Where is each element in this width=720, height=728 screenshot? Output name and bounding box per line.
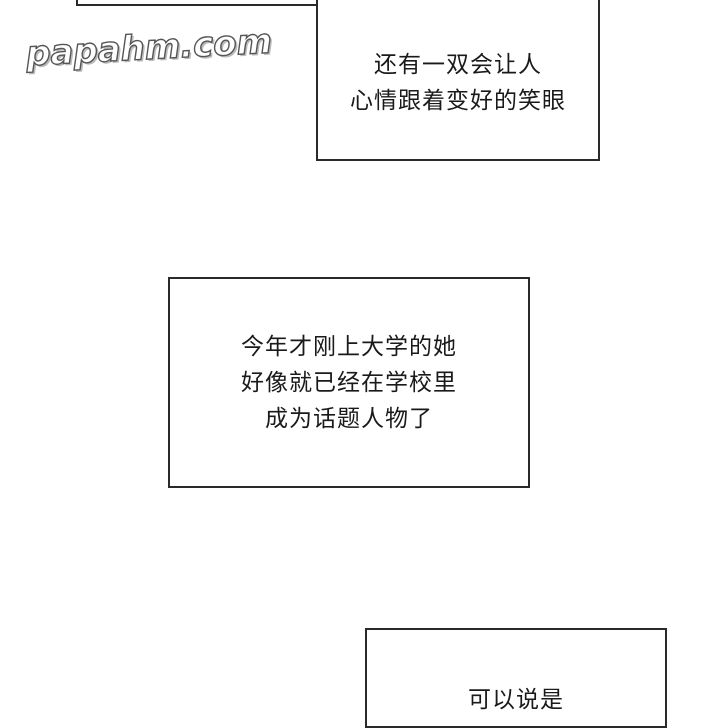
- caption-1-line-2: 心情跟着变好的笑眼: [350, 87, 566, 114]
- caption-2-line-2: 好像就已经在学校里: [241, 369, 457, 396]
- caption-box-2: 今年才刚上大学的她 好像就已经在学校里 成为话题人物了: [168, 277, 530, 488]
- caption-1-line-1: 还有一双会让人: [374, 51, 542, 78]
- caption-box-3: 可以说是: [365, 628, 667, 728]
- caption-2-line-3: 成为话题人物了: [265, 405, 433, 432]
- caption-2-line-1: 今年才刚上大学的她: [241, 333, 457, 360]
- site-watermark: papahm.com: [24, 21, 273, 75]
- caption-box-1: 还有一双会让人 心情跟着变好的笑眼: [316, 0, 600, 161]
- top-panel-frame: [76, 0, 320, 6]
- caption-3-line-1: 可以说是: [468, 687, 564, 713]
